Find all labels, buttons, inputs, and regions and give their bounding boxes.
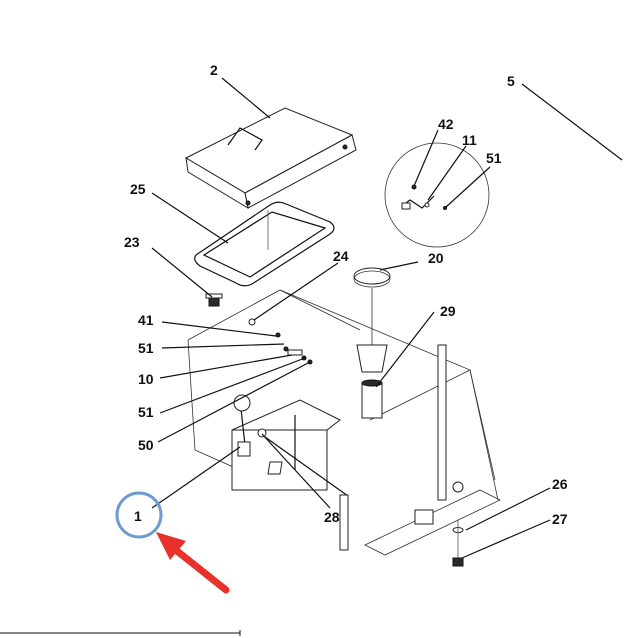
callout-51-b: 51 [138,404,154,420]
callout-24: 24 [333,248,349,264]
highlight-circle [115,491,163,539]
callout-42: 42 [438,116,454,132]
lid-part [184,107,357,210]
callout-11: 11 [462,132,477,148]
pointer-arrow-icon [156,532,230,594]
detail-inset [384,142,490,248]
callout-10: 10 [138,371,154,387]
gasket-part [194,201,335,287]
callout-41: 41 [138,312,154,328]
callout-1: 1 [134,508,142,524]
callout-2: 2 [210,62,218,78]
callout-50: 50 [138,437,154,453]
callout-29: 29 [440,303,456,319]
callout-27: 27 [552,511,568,527]
callout-23: 23 [124,234,140,250]
linkage-assembly [233,394,349,551]
float-assembly [353,267,391,419]
callout-5: 5 [507,73,515,89]
callout-25: 25 [130,181,146,197]
callout-20: 20 [428,250,444,266]
callout-26: 26 [552,476,568,492]
callout-labels: 2 5 42 11 51 25 23 24 20 41 51 29 10 51 … [124,62,568,527]
foot-part [452,520,464,567]
housing-body [187,289,501,556]
knob-part [205,293,223,307]
callout-51-a: 51 [138,340,154,356]
callout-28: 28 [324,509,340,525]
callout-51-inset: 51 [486,150,502,166]
leader-lines [151,77,623,559]
small-pins [248,318,313,365]
